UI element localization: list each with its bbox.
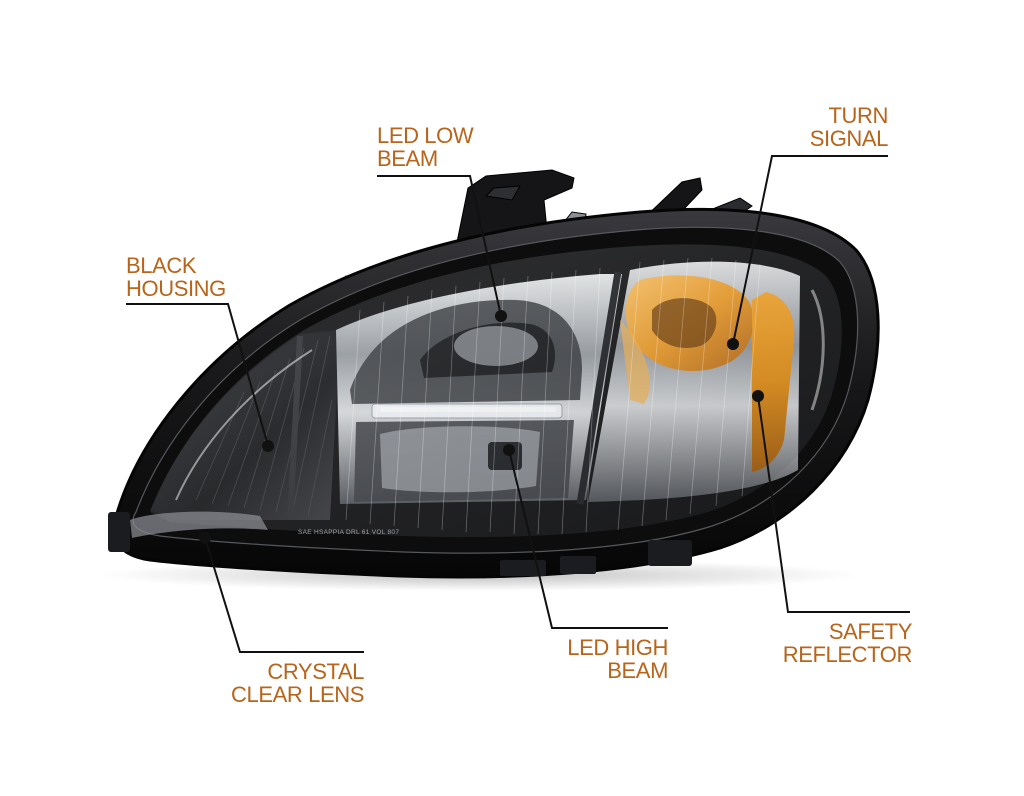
leader-led-high-beam: [508, 449, 668, 629]
dot-safety-reflector: [752, 390, 764, 402]
label-turn-signal: TURN SIGNAL: [809, 103, 889, 151]
lens-marking: SAE HSAPPIA DRL 61 VOL 807: [298, 529, 399, 536]
lens-highlight: [175, 349, 313, 501]
dot-black-housing: [262, 440, 274, 452]
callout-lines: [126, 155, 910, 653]
bottom-mounts: [108, 512, 692, 576]
leader-led-low-beam: [377, 175, 502, 317]
leader-black-housing: [126, 303, 269, 447]
callout-dots: [199, 310, 764, 544]
label-led-high-beam: LED HIGH BEAM: [567, 635, 668, 683]
leader-turn-signal: [732, 155, 888, 345]
lens-fluting: [345, 257, 761, 535]
dot-led-high-beam: [503, 444, 515, 456]
dot-turn-signal: [727, 338, 739, 350]
bottom-lens-trim: [130, 511, 268, 538]
leader-safety-reflector: [757, 395, 910, 613]
label-safety-reflector: SAFETY REFLECTOR: [782, 619, 913, 667]
lens-highlight-right: [810, 289, 825, 411]
label-crystal-clear-lens: CRYSTAL CLEAR LENS: [231, 659, 364, 707]
dot-led-low-beam: [495, 310, 507, 322]
leader-crystal-clear-lens: [204, 537, 364, 653]
label-black-housing: BLACK HOUSING: [126, 253, 226, 301]
clear-lens: [150, 244, 842, 538]
label-led-low-beam: LED LOW BEAM: [377, 123, 474, 171]
dot-crystal-clear-lens: [199, 532, 211, 544]
